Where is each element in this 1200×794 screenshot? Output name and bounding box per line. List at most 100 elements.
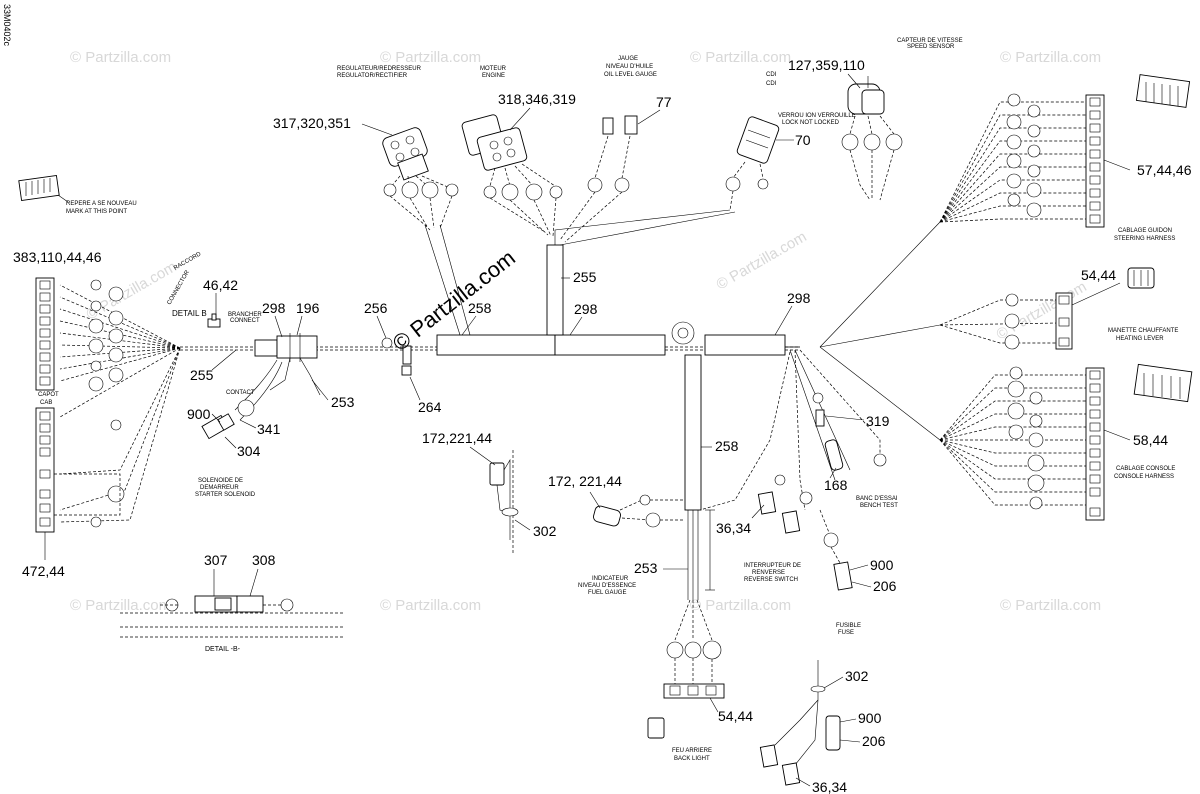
speed-caption-en: SPEED SENSOR bbox=[907, 44, 955, 50]
callout-319: 319 bbox=[866, 413, 890, 429]
callout-383: 383,110,44,46 bbox=[13, 249, 102, 265]
engine-branch bbox=[546, 209, 736, 336]
watermark-text: © Partzilla.com bbox=[1000, 597, 1101, 614]
cab-caption-fr: CAPOT bbox=[38, 392, 59, 398]
repere-caption-1: REPERE A SE NOUVEAU bbox=[66, 201, 137, 207]
heating-caption-en: HEATING LEVER bbox=[1116, 336, 1164, 342]
steering-caption-fr: CABLAGE GUIDON bbox=[1118, 228, 1172, 234]
callout-70: 70 bbox=[795, 132, 811, 148]
callout-253-b: 253 bbox=[634, 560, 658, 576]
callout-36-34-b: 36,34 bbox=[812, 779, 847, 794]
callout-255-b: 255 bbox=[190, 367, 214, 383]
detail-b-caption: DETAIL B bbox=[172, 309, 207, 318]
engine-caption-fr: MOTEUR bbox=[480, 66, 507, 72]
detail-b-inset-caption: DETAIL -B- bbox=[205, 646, 241, 653]
heating-caption-fr: MANETTE CHAUFFANTE bbox=[1108, 328, 1178, 334]
watermark-text: © Partzilla.com bbox=[714, 228, 810, 293]
fuel-caption-fr-2: NIVEAU D'ESSENCE bbox=[578, 583, 636, 589]
lock-caption-fr: VERROU ION VERROUILLE bbox=[778, 113, 856, 119]
cdi-caption-2: CDI bbox=[766, 81, 777, 87]
oil-caption-en: OIL LEVEL GAUGE bbox=[604, 72, 657, 78]
speed-sensor: CAPTEUR DE VITESSE SPEED SENSOR bbox=[841, 38, 963, 201]
heating-lever-connector: MANETTE CHAUFFANTE HEATING LEVER bbox=[939, 267, 1178, 350]
reverse-caption-en: REVERSE SWITCH bbox=[744, 577, 798, 583]
fuel-caption-en: FUEL GAUGE bbox=[588, 590, 626, 596]
callout-206-a: 206 bbox=[873, 578, 897, 594]
watermark-text: © Partzilla.com bbox=[1000, 49, 1101, 66]
callout-127: 127,359,110 bbox=[788, 57, 865, 73]
callout-317: 317,320,351 bbox=[273, 115, 351, 131]
engine-caption-en: ENGINE bbox=[482, 73, 505, 79]
repere-caption-2: MARK AT THIS POINT bbox=[66, 209, 127, 215]
callout-298-b: 298 bbox=[574, 301, 598, 317]
watermark-text: © Partzilla.com bbox=[380, 49, 481, 66]
part-callouts: 383,110,44,46 46,42 298 196 256 258 298 … bbox=[13, 57, 1192, 794]
connector-icon-top-left: REPERE A SE NOUVEAU MARK AT THIS POINT bbox=[18, 174, 137, 215]
document-id: 33M0402c bbox=[2, 4, 12, 47]
console-harness-connector: CABLAGE CONSOLE CONSOLE HARNESS bbox=[939, 363, 1193, 521]
detail-b-inset: DETAIL -B- bbox=[120, 595, 345, 653]
callout-54-44-b: 54,44 bbox=[718, 708, 753, 724]
console-caption-fr: CABLAGE CONSOLE bbox=[1116, 466, 1175, 472]
regulator-connector: REGULATEUR/REDRESSEUR REGULATOR/RECTIFIE… bbox=[337, 66, 471, 336]
back-light-caption-en: BACK LIGHT bbox=[674, 756, 710, 762]
oil-caption-fr-1: JAUGE bbox=[618, 56, 638, 62]
callout-168: 168 bbox=[824, 477, 848, 493]
watermark-text: © Partzilla.com bbox=[690, 49, 791, 66]
console-caption-en: CONSOLE HARNESS bbox=[1114, 474, 1174, 480]
callout-77: 77 bbox=[656, 94, 672, 110]
callout-258-a: 258 bbox=[468, 300, 492, 316]
callout-298-c: 298 bbox=[787, 290, 811, 306]
callout-206-b: 206 bbox=[862, 733, 886, 749]
callout-36-34-a: 36,34 bbox=[716, 520, 751, 536]
steering-caption-en: STEERING HARNESS bbox=[1114, 236, 1175, 242]
callout-302-a: 302 bbox=[533, 523, 557, 539]
steering-harness-connector: CABLAGE GUIDON STEERING HARNESS bbox=[939, 74, 1191, 242]
callout-46-42: 46,42 bbox=[203, 277, 238, 293]
watermark-text: © Partzilla.com bbox=[994, 278, 1090, 343]
lock-caption-en: LOCK NOT LOCKED bbox=[782, 120, 840, 126]
reverse-switch-branch: INTERRUPTEUR DE RENVERSE REVERSE SWITCH … bbox=[699, 349, 898, 591]
sensor-172-middle bbox=[593, 494, 685, 528]
cab-connector: CAPOT CAB bbox=[35, 277, 125, 560]
callout-57: 57,44,46 bbox=[1137, 162, 1192, 178]
fuse-caption-en: FUSE bbox=[838, 630, 854, 636]
fuse-caption-fr: FUSIBLE bbox=[836, 623, 861, 629]
watermarks: © Partzilla.com © Partzilla.com © Partzi… bbox=[70, 49, 1101, 614]
callout-256: 256 bbox=[364, 300, 388, 316]
callout-255-a: 255 bbox=[573, 269, 597, 285]
callout-900-a: 900 bbox=[187, 406, 211, 422]
fuel-caption-fr-1: INDICATEUR bbox=[592, 576, 629, 582]
callout-172-b: 172, 221,44 bbox=[548, 473, 622, 489]
callout-196: 196 bbox=[296, 300, 320, 316]
back-light-caption-fr: FEU ARRIERE bbox=[672, 748, 712, 754]
sensor-172-left bbox=[489, 450, 519, 555]
contact-caption: CONTACT bbox=[226, 390, 255, 396]
oil-caption-fr-2: NIVEAU D'HUILE bbox=[606, 64, 653, 70]
engine-connector: MOTEUR ENGINE bbox=[461, 66, 563, 237]
callout-253-a: 253 bbox=[331, 394, 355, 410]
solenoid-caption-fr-2: DEMARREUR bbox=[200, 485, 239, 491]
watermark-text: © Partzilla.com bbox=[380, 597, 481, 614]
fuse-area: FUSIBLE FUSE bbox=[759, 623, 861, 786]
oil-level-gauge: JAUGE NIVEAU D'HUILE OIL LEVEL GAUGE bbox=[559, 56, 657, 243]
solenoid-caption-fr-1: SOLENOIDE DE bbox=[198, 478, 243, 484]
bench-caption-fr: BANC D'ESSAI bbox=[856, 496, 898, 502]
callout-472-44: 472,44 bbox=[22, 563, 65, 579]
watermark-text: © Partzilla.com bbox=[690, 597, 791, 614]
reverse-caption-fr-2: RENVERSE bbox=[752, 570, 785, 576]
callout-341: 341 bbox=[257, 421, 281, 437]
watermark-text: © Partzilla.com bbox=[84, 258, 180, 323]
callout-302-b: 302 bbox=[845, 668, 869, 684]
callout-258-b: 258 bbox=[715, 438, 739, 454]
callout-307: 307 bbox=[204, 552, 228, 568]
cab-caption-en: CAB bbox=[40, 400, 52, 406]
right-fanout bbox=[819, 221, 941, 441]
callout-304: 304 bbox=[237, 443, 261, 459]
callout-54-44-a: 54,44 bbox=[1081, 267, 1116, 283]
solenoid-caption-en: STARTER SOLENOID bbox=[195, 492, 256, 498]
callout-298-a: 298 bbox=[262, 300, 286, 316]
callout-172-a: 172,221,44 bbox=[422, 430, 492, 446]
regulator-caption-en: REGULATOR/RECTIFIER bbox=[337, 73, 408, 79]
